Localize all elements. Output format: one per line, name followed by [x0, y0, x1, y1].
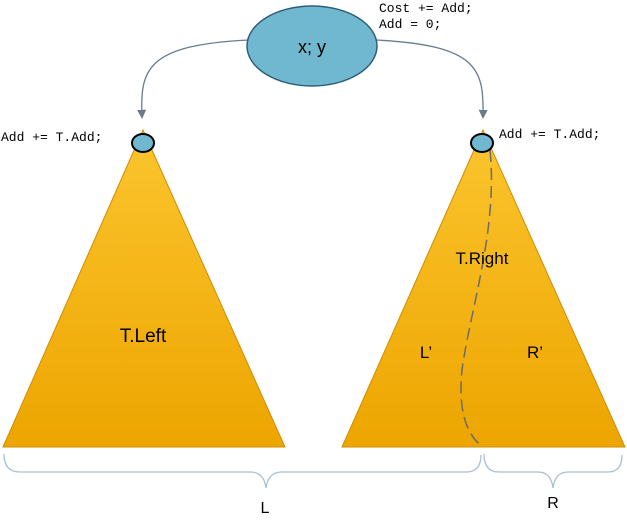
- root-code-line-2: Add = 0;: [379, 17, 441, 32]
- split-dashed-line: [460, 149, 493, 448]
- edge-to-left-subtree: [137, 39, 250, 119]
- right-subtree-left-part-label: L’: [420, 343, 432, 362]
- brace-right-label: R: [547, 495, 559, 512]
- right-subtree-triangle: [341, 128, 626, 448]
- root-node: [246, 5, 378, 87]
- root-node-label: x; y: [298, 37, 326, 57]
- left-subtree-triangle: [2, 128, 286, 448]
- brace-right: [483, 453, 623, 489]
- left-subtree-code: Add += T.Add;: [1, 130, 102, 145]
- left-subtree-label: T.Left: [120, 326, 167, 347]
- root-code-line-1: Cost += Add;: [379, 1, 473, 16]
- brace-left-label: L: [261, 500, 270, 517]
- edge-to-right-subtree: [374, 39, 488, 119]
- left-subtree-root-node: [131, 133, 155, 153]
- brace-left: [3, 453, 482, 489]
- right-subtree-label: T.Right: [456, 249, 509, 268]
- right-subtree-code: Add += T.Add;: [499, 127, 600, 142]
- right-subtree-right-part-label: R’: [527, 343, 543, 362]
- right-subtree-root-node: [470, 133, 494, 153]
